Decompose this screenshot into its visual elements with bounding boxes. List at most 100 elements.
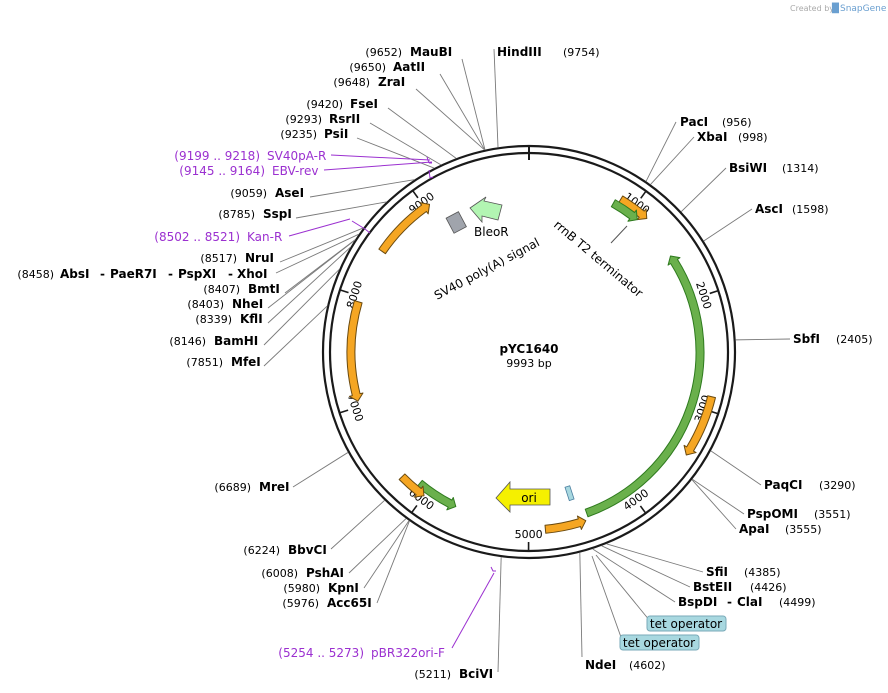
ndei-label[interactable]: NdeI (585, 658, 616, 672)
kan-primer-mark (351, 220, 371, 234)
leader-line (348, 518, 407, 574)
tet-operator-box-2[interactable] (619, 634, 700, 651)
xhoi-label[interactable]: XhoI (237, 267, 268, 281)
acc65i-label[interactable]: Acc65I (327, 596, 372, 610)
asci-label[interactable]: AscI (755, 202, 783, 216)
orf-arc-5[interactable] (346, 300, 364, 402)
kan-primer-leader (288, 218, 351, 237)
aatii-label[interactable]: AatII (393, 60, 425, 74)
apai-label[interactable]: ApaI (739, 522, 769, 536)
hindiii-label[interactable]: HindIII (497, 45, 542, 59)
kan-range: (8502 .. 8521) (154, 230, 240, 244)
paci-pos: (956) (722, 116, 752, 129)
kan-label[interactable]: Kan-R (247, 230, 282, 244)
bspdi-label[interactable]: BspDI (678, 595, 717, 609)
misc-arc-long[interactable] (584, 255, 705, 518)
leader-line (691, 479, 737, 530)
sv40-polya-feature[interactable] (445, 211, 467, 234)
misc-arc-1[interactable] (610, 199, 638, 222)
psii-label[interactable]: PsiI (324, 127, 348, 141)
misc-arc-2[interactable] (416, 479, 457, 511)
ori-feature[interactable] (495, 480, 551, 513)
pbr-label[interactable]: pBR322ori-F (371, 646, 445, 660)
ebv-primer-leader (323, 161, 433, 171)
scale-tick-mark (410, 504, 418, 514)
scale-tick-mark (709, 289, 719, 295)
ebv-range: (9145 .. 9164) (179, 164, 265, 178)
scale-tick-mark (339, 409, 349, 414)
absi-sep-3: - (228, 267, 233, 281)
bsiwi-label[interactable]: BsiWI (729, 161, 767, 175)
leader-line (650, 136, 695, 185)
plasmid-name: pYC1640 (499, 342, 558, 356)
zrai-label[interactable]: ZraI (378, 75, 405, 89)
sv40pa-primer-mark (426, 156, 432, 164)
kfli-label[interactable]: KflI (240, 312, 263, 326)
pspomi-label[interactable]: PspOMI (747, 507, 798, 521)
leader-lines (263, 48, 791, 673)
rrnb-t2-feature (610, 225, 628, 244)
leader-line (579, 552, 583, 658)
fsei-pos: (9420) (306, 98, 343, 111)
leader-line (267, 239, 356, 309)
paci-label[interactable]: PacI (680, 115, 708, 129)
sbfi-label[interactable]: SbfI (793, 332, 820, 346)
paer7i-label[interactable]: PaeR7I (110, 267, 157, 281)
rsrii-label[interactable]: RsrII (329, 112, 360, 126)
leader-line (703, 208, 753, 242)
fsei-label[interactable]: FseI (350, 97, 378, 111)
plasmid-size: 9993 bp (506, 357, 551, 370)
mfei-label[interactable]: MfeI (231, 355, 261, 369)
ebv-label[interactable]: EBV-rev (272, 164, 318, 178)
tet-operator-box-1[interactable] (646, 615, 727, 632)
tet-operator-leader (591, 555, 623, 641)
leader-line (263, 269, 340, 346)
bamhi-label[interactable]: BamHI (214, 334, 258, 348)
kpni-label[interactable]: KpnI (328, 581, 359, 595)
sv40pa-primer-leader (330, 154, 431, 161)
leader-line (330, 500, 385, 550)
scale-tick-mark (639, 505, 647, 514)
nrui-label[interactable]: NruI (245, 251, 274, 265)
sspi-label[interactable]: SspI (263, 207, 292, 221)
bbvci-label[interactable]: BbvCI (288, 543, 327, 557)
pspxi-label[interactable]: PspXI (178, 267, 216, 281)
mrei-label[interactable]: MreI (259, 480, 289, 494)
bleor-label: BleoR (474, 225, 509, 239)
psii-pos: (9235) (280, 128, 317, 141)
pspomi-pos: (3551) (814, 508, 851, 521)
orf-arc-4[interactable] (398, 473, 425, 498)
xbai-label[interactable]: XbaI (697, 130, 727, 144)
orf-arc-2[interactable] (683, 395, 716, 456)
ndei-pos: (4602) (629, 659, 666, 672)
leader-line (439, 73, 486, 151)
absi-sep-1: - (100, 267, 105, 281)
bsteii-label[interactable]: BstEII (693, 580, 732, 594)
leader-line (415, 88, 485, 151)
pshai-label[interactable]: PshAI (306, 566, 344, 580)
kpni-pos: (5980) (283, 582, 320, 595)
asci-pos: (1598) (792, 203, 829, 216)
sfii-label[interactable]: SfiI (706, 565, 728, 579)
leader-line (279, 227, 364, 263)
tet-operator-label-1: tet operator (650, 617, 722, 631)
bmti-pos: (8407) (203, 283, 240, 296)
bleor-feature[interactable] (469, 196, 503, 224)
sv40pa-label[interactable]: SV40pA-R (267, 149, 326, 163)
asei-label[interactable]: AseI (275, 186, 304, 200)
leader-line (309, 179, 415, 198)
nhei-label[interactable]: NheI (232, 297, 263, 311)
bcivi-label[interactable]: BciVI (459, 667, 493, 681)
orf-arc-6[interactable] (378, 202, 431, 255)
scale-tick-mark (640, 190, 647, 199)
absi-label[interactable]: AbsI (60, 267, 89, 281)
credit-brand: SnapGene (840, 4, 887, 14)
maubi-label[interactable]: MauBI (410, 45, 452, 59)
pshai-pos: (6008) (261, 567, 298, 580)
orf-arc-3[interactable] (544, 515, 587, 534)
paqci-label[interactable]: PaqCI (764, 478, 802, 492)
clai-label[interactable]: ClaI (737, 595, 762, 609)
leader-line (267, 246, 351, 324)
bmti-label[interactable]: BmtI (248, 282, 280, 296)
bamhi-pos: (8146) (169, 335, 206, 348)
